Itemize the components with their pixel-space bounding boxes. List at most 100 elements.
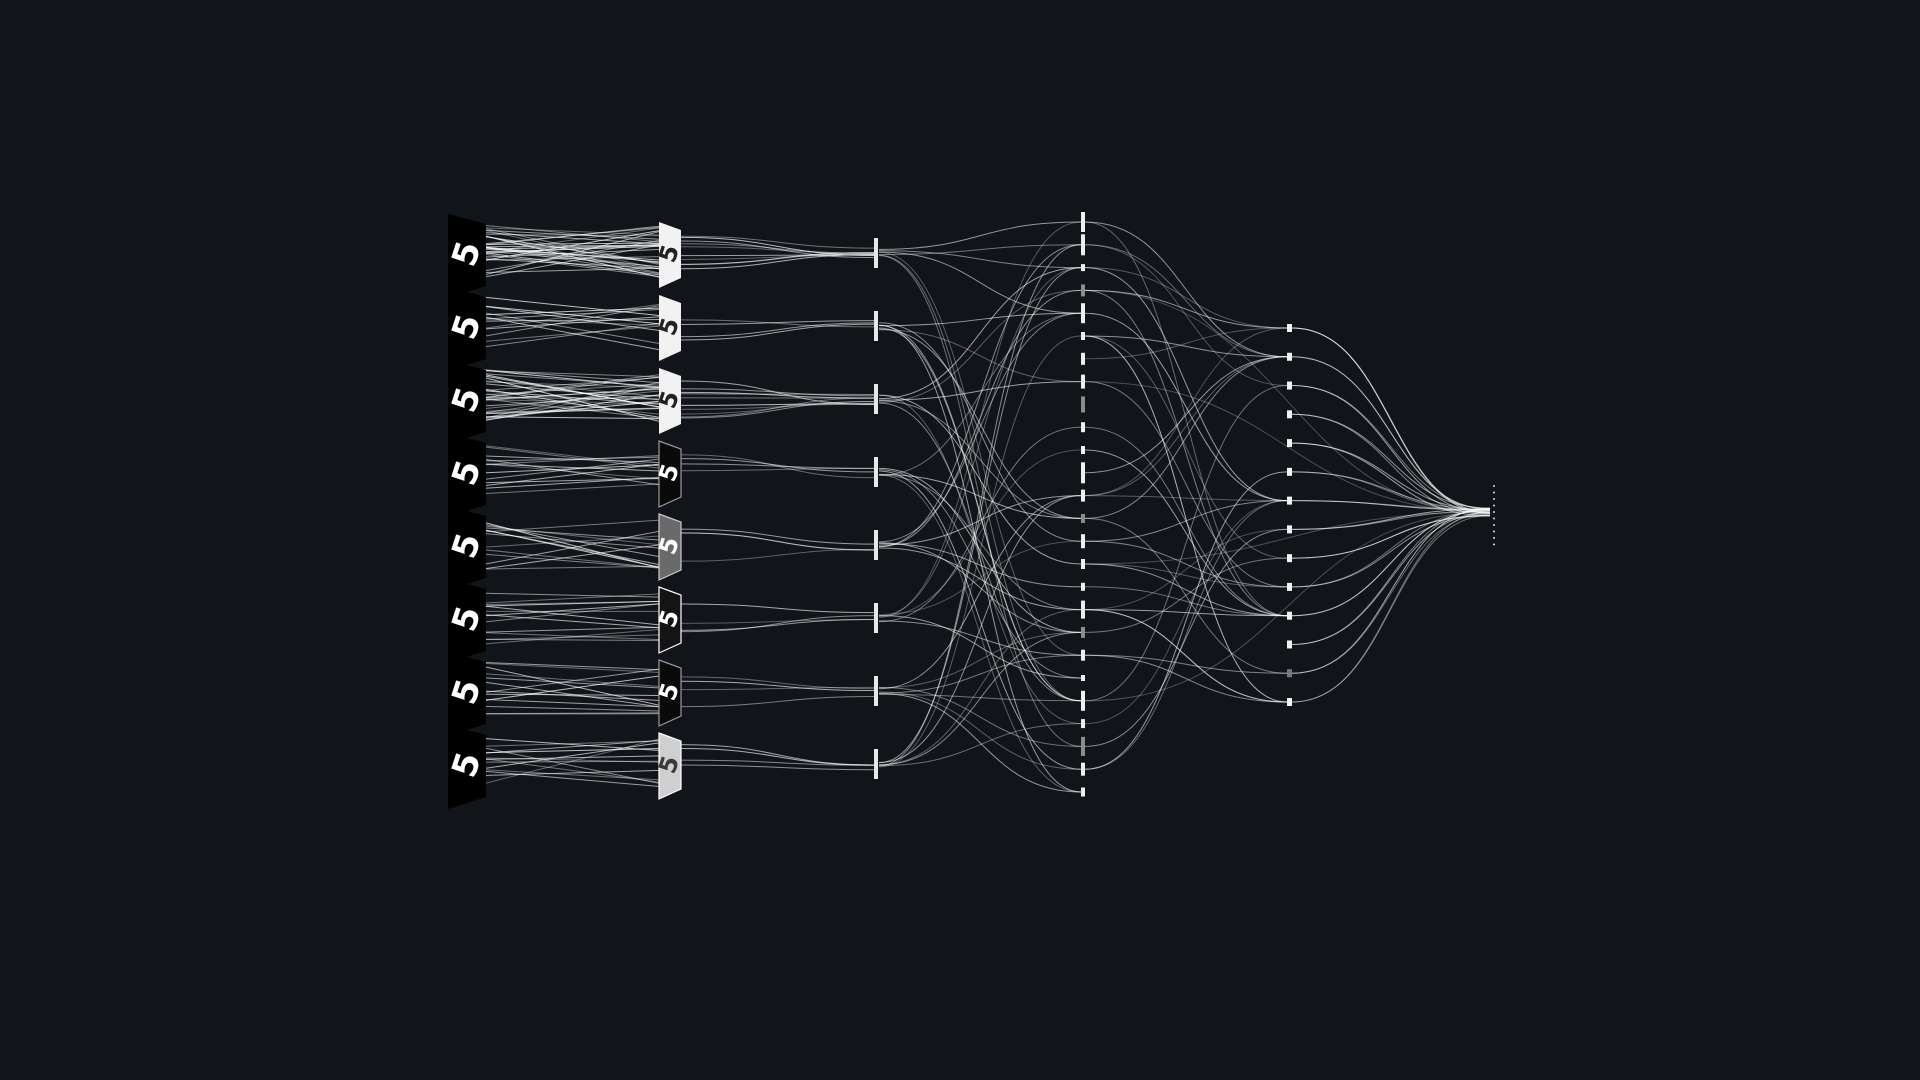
dense-1-unit bbox=[1081, 675, 1085, 681]
connection-line bbox=[1291, 385, 1491, 509]
connection-line bbox=[680, 603, 876, 614]
connection-line bbox=[680, 458, 876, 473]
connection-line bbox=[680, 320, 876, 325]
dense-2-unit bbox=[1287, 611, 1292, 620]
connection-line bbox=[878, 495, 1082, 546]
connection-line bbox=[1084, 381, 1288, 588]
connection-line bbox=[878, 328, 1082, 519]
connection-line bbox=[469, 544, 661, 572]
connection-line bbox=[1084, 327, 1288, 497]
connection-line bbox=[878, 547, 1082, 611]
connection-line bbox=[1084, 654, 1288, 674]
dense-1-unit bbox=[1081, 582, 1085, 591]
connection-line bbox=[455, 740, 661, 748]
connection-line bbox=[878, 542, 1082, 588]
connection-line bbox=[454, 675, 661, 689]
connection-line bbox=[878, 469, 1082, 679]
connection-line bbox=[460, 303, 661, 325]
connection-line bbox=[878, 470, 1082, 770]
connection-line bbox=[1291, 500, 1491, 510]
connection-line bbox=[464, 398, 661, 405]
connection-line bbox=[1291, 385, 1491, 514]
connection-line bbox=[469, 756, 661, 763]
feature-map-tile bbox=[448, 433, 486, 517]
connection-line bbox=[1084, 335, 1288, 703]
connection-line bbox=[1291, 509, 1491, 617]
connection-line bbox=[1084, 356, 1288, 497]
connection-line bbox=[463, 464, 661, 475]
connection-line bbox=[1084, 528, 1288, 611]
connection-line bbox=[1084, 500, 1288, 542]
connection-line bbox=[680, 240, 876, 259]
connection-line bbox=[680, 744, 876, 766]
connection-line bbox=[459, 592, 661, 598]
connection-line bbox=[878, 255, 1082, 747]
connection-line bbox=[461, 383, 661, 397]
connection-line bbox=[680, 254, 876, 257]
connection-line bbox=[878, 289, 1082, 548]
connection-line bbox=[878, 324, 1082, 793]
connection-line bbox=[467, 309, 661, 345]
connection-line bbox=[476, 226, 661, 246]
connection-line bbox=[680, 319, 876, 328]
connection-line bbox=[475, 483, 661, 495]
connection-line bbox=[680, 400, 876, 415]
pooled-unit bbox=[874, 457, 878, 487]
connection-line bbox=[1084, 449, 1288, 617]
dense-2-unit bbox=[1287, 525, 1292, 534]
dense-layer-2 bbox=[1287, 324, 1292, 706]
connection-line bbox=[878, 267, 1082, 764]
connection-line bbox=[459, 256, 661, 262]
pooled-unit bbox=[874, 749, 878, 779]
conv-feature-map: 5 bbox=[653, 368, 685, 434]
dense-1-unit bbox=[1081, 303, 1085, 324]
connection-line bbox=[466, 603, 661, 626]
connection-line bbox=[1291, 442, 1491, 511]
connection-line bbox=[878, 631, 1082, 766]
connection-line bbox=[878, 267, 1082, 617]
connection-line bbox=[462, 443, 661, 469]
feature-map-tile bbox=[448, 214, 486, 298]
connection-line bbox=[680, 388, 876, 397]
connection-line bbox=[474, 455, 661, 463]
connection-line bbox=[471, 760, 661, 763]
connection-line bbox=[878, 542, 1082, 633]
connection-line bbox=[878, 426, 1082, 623]
connection-line bbox=[470, 316, 661, 331]
connection-line bbox=[1291, 356, 1491, 511]
connection-line bbox=[878, 329, 1082, 383]
connection-line bbox=[471, 454, 661, 466]
input-feature-map: 5 bbox=[444, 652, 490, 736]
connection-line bbox=[462, 705, 661, 712]
dense-2-unit bbox=[1287, 439, 1292, 448]
connection-line bbox=[461, 416, 661, 420]
connection-line bbox=[680, 548, 876, 562]
connection-line bbox=[878, 251, 1082, 656]
connection-line bbox=[455, 371, 661, 387]
connection-line bbox=[456, 369, 661, 378]
input-feature-map: 5 bbox=[444, 725, 490, 809]
connection-line bbox=[680, 532, 876, 551]
connection-line bbox=[457, 767, 661, 781]
connection-line bbox=[1084, 356, 1288, 474]
connection-line bbox=[474, 668, 661, 695]
connection-line bbox=[1291, 471, 1491, 513]
dense-1-unit bbox=[1081, 352, 1085, 365]
connection-line bbox=[476, 244, 661, 248]
connection-line bbox=[680, 322, 876, 338]
connection-line bbox=[680, 454, 876, 479]
connection-line bbox=[680, 243, 876, 254]
connection-line bbox=[472, 755, 661, 761]
connection-line bbox=[454, 223, 661, 270]
connection-lines bbox=[454, 221, 1491, 793]
dense-2-unit bbox=[1287, 496, 1292, 505]
connection-line bbox=[473, 530, 661, 567]
dense-2-unit bbox=[1287, 640, 1292, 649]
connection-line bbox=[1291, 471, 1491, 511]
conv-feature-map: 5 bbox=[653, 659, 685, 727]
connection-line bbox=[472, 603, 661, 618]
connection-line bbox=[1084, 289, 1288, 617]
connection-line bbox=[454, 670, 661, 688]
conv-feature-map: 5 bbox=[653, 586, 685, 654]
dense-1-unit bbox=[1081, 626, 1085, 638]
